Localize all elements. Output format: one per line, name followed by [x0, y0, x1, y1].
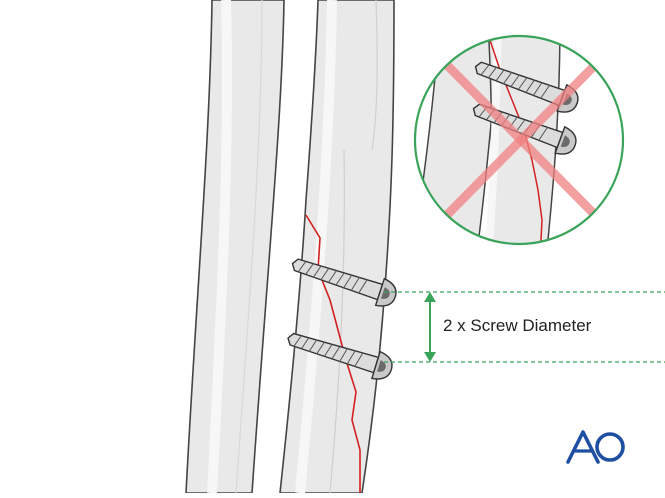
left-bone — [185, 0, 285, 494]
fracture-line — [305, 214, 361, 493]
ao-logo — [566, 430, 625, 464]
dimension-indicator — [384, 291, 665, 363]
dimension-label: 2 x Screw Diameter — [443, 316, 592, 335]
incorrect-placement-inset — [413, 34, 625, 246]
inset-ring — [413, 34, 625, 246]
right-bone — [279, 0, 395, 494]
cross-stroke-b — [440, 58, 602, 222]
